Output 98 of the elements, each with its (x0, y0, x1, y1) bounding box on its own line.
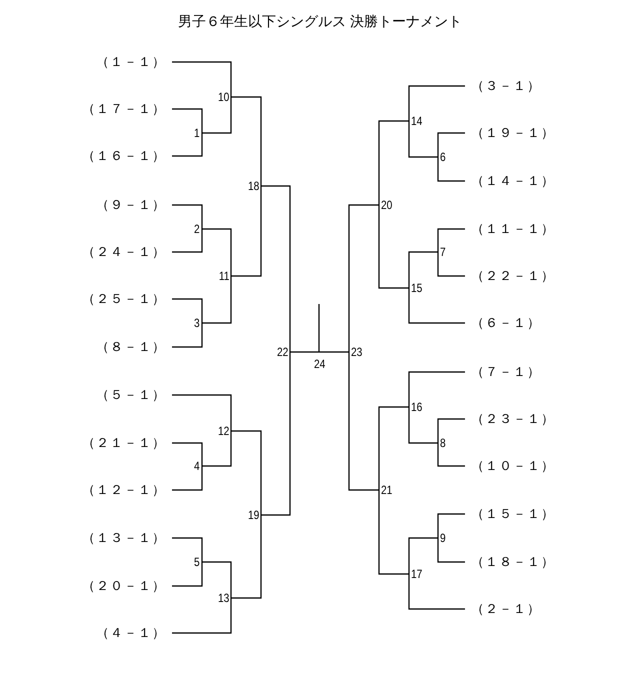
bracket-line (202, 561, 232, 598)
match-number: 2 (194, 223, 200, 235)
bracket-line (408, 251, 438, 288)
entry-label: （１０－１） (471, 460, 555, 472)
entry-label: （１２－１） (82, 484, 166, 496)
entry-label: （２５－１） (82, 292, 166, 306)
bracket-line (231, 515, 262, 599)
bracket-line (290, 351, 320, 353)
match-number: 21 (381, 484, 392, 496)
bracket-line (172, 537, 203, 562)
bracket-line (172, 394, 232, 431)
bracket-line (437, 252, 465, 277)
bracket-line (172, 61, 232, 97)
entry-label: （６－１） (471, 316, 541, 330)
match-number: 10 (218, 91, 230, 103)
bracket-line (172, 108, 203, 133)
match-number: 11 (218, 270, 230, 282)
entry-label: （４－１） (96, 626, 166, 640)
entry-label: （２１－１） (82, 436, 166, 450)
bracket-line (172, 442, 203, 466)
bracket-line (437, 228, 465, 252)
bracket-line (408, 407, 438, 444)
bracket-line (408, 288, 465, 324)
match-number: 20 (381, 199, 392, 211)
bracket-line (261, 185, 291, 352)
bracket-line (202, 276, 232, 324)
entry-label: （２２－１） (471, 270, 555, 282)
bracket-line (172, 562, 203, 587)
match-number: 5 (194, 556, 200, 568)
bracket-line (408, 371, 465, 407)
bracket-line (172, 598, 232, 634)
match-number: 3 (194, 317, 200, 329)
match-number: 14 (411, 115, 422, 127)
match-number: 12 (218, 425, 230, 437)
entry-label: （１７－１） (82, 102, 166, 116)
bracket-line (437, 443, 465, 467)
bracket-line (202, 97, 232, 134)
entry-label: （１８－１） (471, 556, 555, 568)
bracket-line (437, 418, 465, 443)
bracket-line (437, 157, 465, 182)
bracket-line (172, 298, 203, 323)
bracket-line (231, 186, 262, 277)
match-number: 8 (440, 437, 446, 449)
match-number: 16 (411, 401, 422, 413)
title: 男子６年生以下シングルス 決勝トーナメント (178, 15, 462, 29)
match-number: 13 (218, 592, 230, 604)
bracket-line (348, 352, 379, 491)
bracket-line (172, 229, 203, 253)
bracket-line (172, 133, 203, 157)
match-number: 17 (411, 568, 422, 580)
bracket-line (202, 228, 232, 276)
bracket-line (172, 466, 203, 491)
bracket-line (437, 132, 465, 157)
entry-label: （８－１） (96, 340, 166, 354)
bracket-line (378, 120, 409, 205)
match-number: 24 (314, 358, 325, 370)
bracket-line (261, 352, 291, 516)
match-number: 15 (411, 282, 422, 294)
bracket-line (408, 537, 438, 574)
entry-label: （１４－１） (471, 174, 555, 188)
entry-label: （１９－１） (471, 126, 555, 140)
bracket-line (172, 204, 203, 229)
match-number: 4 (194, 460, 200, 472)
match-number: 18 (248, 180, 260, 192)
bracket-line (172, 323, 203, 348)
bracket-line (231, 96, 262, 186)
bracket-line (408, 85, 465, 121)
match-number: 7 (440, 246, 446, 258)
entry-label: （１６－１） (82, 150, 166, 162)
bracket-line (378, 490, 409, 575)
entry-label: （２－１） (471, 602, 541, 616)
bracket-line (408, 121, 438, 158)
match-number: 1 (194, 127, 200, 139)
match-number: 23 (351, 346, 362, 358)
entry-label: （９－１） (96, 198, 166, 212)
bracket-line (202, 431, 232, 467)
bracket-line (348, 204, 379, 352)
match-number: 19 (248, 509, 260, 521)
entry-label: （５－１） (96, 388, 166, 402)
match-number: 22 (277, 346, 288, 358)
bracket-line (231, 430, 262, 515)
entry-label: （２０－１） (82, 580, 166, 592)
entry-label: （１－１） (96, 56, 166, 68)
bracket-line (437, 538, 465, 563)
bracket-line (378, 205, 409, 289)
entry-label: （２３－１） (471, 412, 555, 426)
bracket-line (378, 406, 409, 490)
entry-label: （１５－１） (471, 508, 555, 520)
bracket-line (318, 351, 349, 353)
entry-label: （７－１） (471, 366, 541, 378)
entry-label: （１１－１） (471, 222, 555, 236)
entry-label: （３－１） (471, 80, 541, 92)
entry-label: （２４－１） (82, 246, 166, 258)
bracket-line (437, 513, 465, 538)
match-number: 6 (440, 151, 446, 163)
match-number: 9 (440, 532, 446, 544)
bracket-line (408, 574, 465, 610)
entry-label: （１３－１） (82, 532, 166, 544)
